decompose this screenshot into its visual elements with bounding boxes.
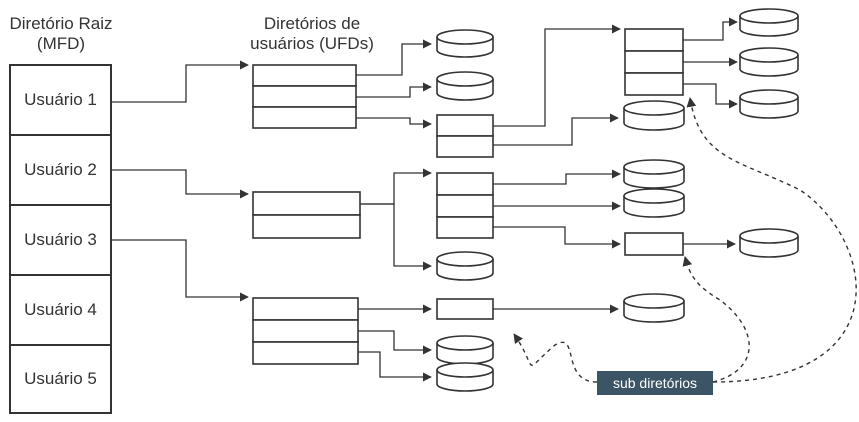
file-cylinder-icon bbox=[436, 335, 494, 365]
connector-ufd2-to-subdir bbox=[360, 168, 432, 205]
annotation-dashed-lines bbox=[513, 97, 857, 383]
subdir-entry bbox=[436, 172, 494, 196]
ufd-entry bbox=[252, 297, 359, 321]
subdirectories-annotation-badge: sub diretórios bbox=[597, 371, 713, 395]
file-cylinder-icon bbox=[739, 89, 799, 119]
subdir-entry bbox=[624, 50, 684, 74]
ufd-user1 bbox=[252, 64, 357, 129]
connector-to-file bbox=[683, 17, 738, 41]
connector-subdir-to-file bbox=[493, 113, 619, 146]
connector-to-file bbox=[493, 169, 621, 185]
file-cylinder-icon bbox=[623, 293, 685, 323]
file-cylinder-icon bbox=[436, 29, 494, 58]
dashed-line-to-middle-subdir bbox=[682, 256, 750, 383]
subdir-entry bbox=[436, 194, 494, 218]
ufd-entry bbox=[252, 319, 359, 343]
connector-ufd3-to-file bbox=[358, 330, 432, 355]
mfd-user-label: Usuário 1 bbox=[24, 90, 97, 109]
root-directory-title: Diretório Raiz (MFD) bbox=[0, 14, 122, 54]
root-directory-title-line2: (MFD) bbox=[36, 34, 86, 53]
ufd-entry bbox=[252, 214, 361, 239]
connector-to-subdir bbox=[493, 226, 621, 249]
connector-user1-to-ufd1 bbox=[112, 60, 249, 103]
mfd-user-label: Usuário 2 bbox=[24, 160, 97, 179]
ufd-user2 bbox=[252, 191, 361, 239]
subdir-single bbox=[436, 298, 494, 320]
dashed-line-to-bottom-subdir bbox=[513, 333, 598, 383]
root-directory-title-line1: Diretório Raiz bbox=[9, 14, 113, 33]
connector-ufd1-to-file bbox=[356, 39, 432, 76]
connectors bbox=[112, 17, 738, 382]
mfd-user-label: Usuário 5 bbox=[24, 369, 97, 388]
ufd-entry bbox=[252, 341, 359, 365]
ufd-entry bbox=[252, 85, 357, 108]
ufd-user3 bbox=[252, 297, 359, 365]
connector-to-file bbox=[683, 83, 738, 109]
annotation-label: sub diretórios bbox=[612, 375, 698, 391]
connector-ufd1-to-file bbox=[356, 82, 432, 98]
connector-ufd1-to-subdir bbox=[356, 117, 432, 129]
file-cylinder-icon bbox=[623, 159, 685, 189]
subdir-entry bbox=[624, 28, 684, 52]
subdir-entry bbox=[436, 135, 494, 158]
subdir-top-right bbox=[624, 28, 684, 96]
user-directories-title-line2: usuários (UFDs) bbox=[250, 34, 374, 53]
subdir-single bbox=[624, 232, 684, 256]
file-cylinder-icon bbox=[739, 8, 799, 37]
subdir-entry bbox=[436, 114, 494, 137]
connector-user3-to-ufd3 bbox=[112, 239, 249, 302]
mfd-user-4: Usuário 4 bbox=[9, 274, 112, 346]
file-cylinder-icon bbox=[436, 251, 494, 281]
subdir-a bbox=[436, 114, 494, 158]
file-cylinder-icon bbox=[739, 228, 799, 258]
file-cylinder-icon bbox=[436, 71, 494, 101]
subdir-b bbox=[436, 172, 494, 239]
subdirectory-tables bbox=[436, 28, 684, 320]
subdir-entry bbox=[624, 72, 684, 96]
file-cylinders bbox=[436, 8, 799, 392]
ufd-entry bbox=[252, 106, 357, 129]
file-cylinder-icon bbox=[739, 47, 799, 77]
mfd-user-label: Usuário 4 bbox=[24, 300, 97, 319]
connector-ufd2-to-file bbox=[360, 203, 432, 271]
subdir-entry bbox=[436, 216, 494, 239]
mfd-user-5: Usuário 5 bbox=[9, 344, 112, 414]
connector-ufd3-to-file bbox=[358, 351, 432, 382]
file-cylinder-icon bbox=[623, 188, 685, 218]
user-directories-title-line1: Diretórios de bbox=[263, 14, 361, 33]
ufd-entry bbox=[252, 64, 357, 87]
connector-subdir-to-ufd bbox=[493, 24, 621, 127]
ufd-entry bbox=[252, 191, 361, 216]
mfd-user-label: Usuário 3 bbox=[24, 230, 97, 249]
file-cylinder-icon bbox=[436, 362, 494, 392]
ufd-tables bbox=[252, 64, 361, 365]
mfd-user-1: Usuário 1 bbox=[9, 64, 112, 136]
connector-user2-to-ufd2 bbox=[112, 169, 249, 199]
user-directories-title: Diretórios de usuários (UFDs) bbox=[244, 14, 380, 54]
mfd-user-3: Usuário 3 bbox=[9, 204, 112, 276]
file-cylinder-icon bbox=[623, 100, 685, 131]
